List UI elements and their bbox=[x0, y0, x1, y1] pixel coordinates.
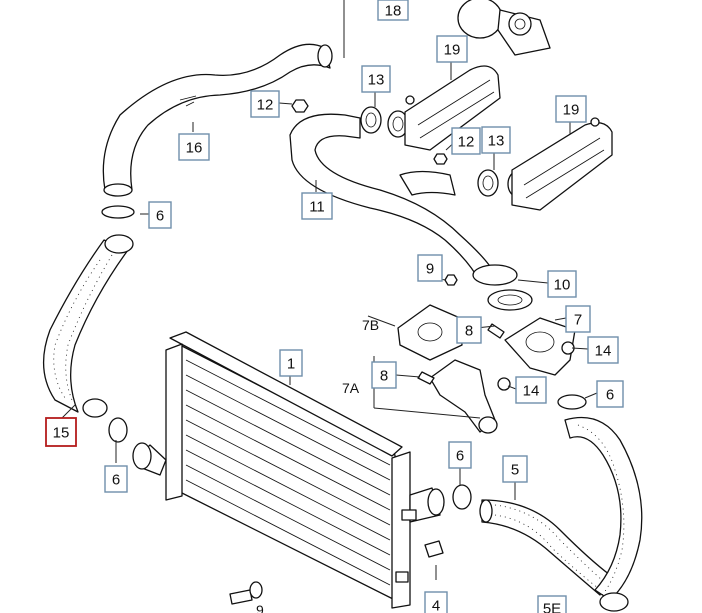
label-l7b: 7B bbox=[362, 317, 379, 333]
callout-box bbox=[436, 35, 468, 63]
callout-number: 16 bbox=[186, 140, 203, 157]
callout-number: 6 bbox=[112, 472, 120, 489]
callout-c5e: 5E bbox=[537, 595, 567, 613]
callout-c14a: 14 bbox=[587, 336, 619, 364]
callout-number: 12 bbox=[257, 97, 274, 114]
callout-box bbox=[377, 0, 409, 21]
plain-labels: 7A 7B 9 bbox=[256, 317, 379, 613]
callout-c13b: 13 bbox=[481, 126, 511, 154]
callout-c8a: 8 bbox=[456, 316, 482, 344]
callout-box bbox=[371, 361, 397, 389]
callout-box bbox=[279, 349, 303, 377]
callout-c15: 15 bbox=[45, 417, 77, 447]
hose-5 bbox=[479, 416, 643, 612]
callout-number: 19 bbox=[444, 42, 461, 59]
callout-number: 7 bbox=[574, 312, 582, 329]
bolts bbox=[229, 274, 575, 605]
callout-box bbox=[456, 316, 482, 344]
callout-box bbox=[451, 127, 481, 155]
flange-7b bbox=[397, 304, 463, 361]
intake-manifold-upper bbox=[404, 65, 501, 151]
callout-c6a: 6 bbox=[148, 201, 172, 229]
callout-box bbox=[250, 90, 280, 118]
callout-box bbox=[537, 595, 567, 613]
callout-number: 14 bbox=[523, 383, 540, 400]
intercooler bbox=[132, 331, 445, 609]
callout-c5: 5 bbox=[502, 455, 528, 483]
callout-box bbox=[178, 133, 210, 161]
callout-number: 11 bbox=[309, 199, 325, 216]
callout-c19a: 19 bbox=[436, 35, 468, 63]
callout-box bbox=[104, 465, 128, 493]
callout-c12b: 12 bbox=[451, 127, 481, 155]
callout-box bbox=[301, 192, 333, 220]
callout-c18: 18 bbox=[377, 0, 409, 21]
callout-c6c: 6 bbox=[448, 441, 472, 469]
callout-number: 6 bbox=[606, 387, 614, 404]
intake-manifold-lower bbox=[511, 117, 613, 211]
callout-number: 14 bbox=[595, 343, 612, 360]
callout-number: 13 bbox=[488, 133, 505, 150]
callout-number: 5E bbox=[543, 601, 561, 613]
callout-box bbox=[565, 305, 591, 333]
pipe-16 bbox=[102, 43, 333, 197]
callout-number: 1 bbox=[287, 356, 295, 373]
callout-c12a: 12 bbox=[250, 90, 280, 118]
callout-c16: 16 bbox=[178, 133, 210, 161]
callout-box bbox=[515, 376, 547, 404]
callout-box bbox=[502, 455, 528, 483]
callout-box bbox=[547, 270, 577, 298]
callout-number: 4 bbox=[432, 598, 440, 613]
callout-c11: 11 bbox=[301, 192, 333, 220]
callout-c1: 1 bbox=[279, 349, 303, 377]
nuts bbox=[291, 99, 448, 165]
callout-c6d: 6 bbox=[596, 380, 624, 408]
callout-box bbox=[361, 65, 391, 93]
hose-15 bbox=[42, 234, 134, 418]
callout-number: 13 bbox=[368, 72, 385, 89]
callout-box bbox=[45, 417, 77, 447]
callout-box bbox=[448, 441, 472, 469]
callout-c6b: 6 bbox=[104, 465, 128, 493]
label-l9partial: 9 bbox=[256, 602, 264, 613]
callout-number: 8 bbox=[380, 368, 388, 385]
callout-box bbox=[587, 336, 619, 364]
callout-c9: 9 bbox=[417, 254, 443, 282]
connector-7a bbox=[429, 359, 498, 434]
callout-number: 18 bbox=[385, 3, 402, 20]
callout-number: 15 bbox=[53, 425, 70, 442]
pipe-11 bbox=[289, 113, 496, 283]
callout-c8b: 8 bbox=[371, 361, 397, 389]
callout-number: 9 bbox=[426, 261, 434, 278]
turbocharger bbox=[457, 0, 551, 56]
callout-number: 6 bbox=[456, 448, 464, 465]
callout-c14b: 14 bbox=[515, 376, 547, 404]
callout-box bbox=[596, 380, 624, 408]
callout-number: 19 bbox=[563, 102, 580, 119]
connector-7 bbox=[504, 317, 576, 376]
callout-c10: 10 bbox=[547, 270, 577, 298]
callout-box bbox=[417, 254, 443, 282]
callout-number: 5 bbox=[511, 462, 519, 479]
callout-box bbox=[555, 95, 587, 123]
label-l7a: 7A bbox=[342, 380, 360, 396]
callout-box bbox=[424, 591, 448, 613]
callout-box bbox=[481, 126, 511, 154]
callout-box bbox=[148, 201, 172, 229]
callout-number: 10 bbox=[554, 277, 571, 294]
callout-c19b: 19 bbox=[555, 95, 587, 123]
callout-c13a: 13 bbox=[361, 65, 391, 93]
hose-clamps bbox=[101, 205, 587, 510]
gasket-10 bbox=[472, 264, 533, 311]
callout-c7: 7 bbox=[565, 305, 591, 333]
callout-number: 12 bbox=[458, 134, 475, 151]
callout-c4: 4 bbox=[424, 591, 448, 613]
callout-number: 8 bbox=[465, 323, 473, 340]
callout-number: 6 bbox=[156, 208, 164, 225]
